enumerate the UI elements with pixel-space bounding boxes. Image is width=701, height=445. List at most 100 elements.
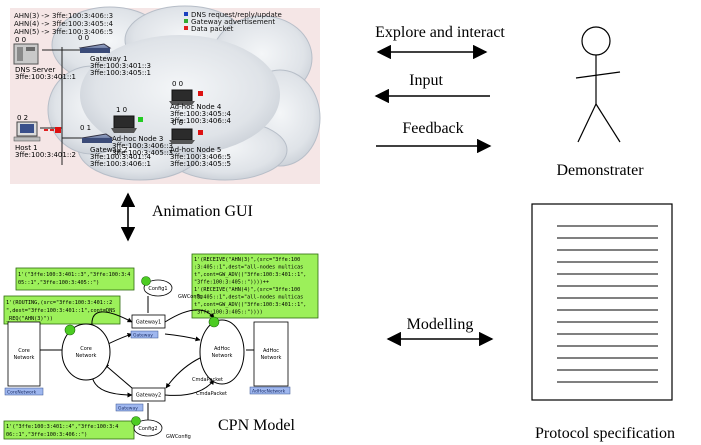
gateway-2: 0 1 Gateway 2 3ffe:100:3:401::4 3ffe:100… [80, 124, 152, 168]
token-box-bottom-left: 1'("3ffe:100:3:401::4","3ffe:100:3:4 06:… [3, 420, 135, 440]
adhoc-node-4: 0 0 Ad-hoc Node 4 3ffe:100:3:405::4 3ffe… [169, 80, 232, 125]
adhoc-node-5: 0 0 Ad-hoc Node 5 3ffe:100:3:406::5 3ffe… [169, 119, 231, 168]
host1-name: Host 1 [15, 144, 38, 152]
stick-figure-icon [575, 26, 621, 143]
subst-tag [4, 387, 44, 396]
animation-gui-label: Animation GUI [152, 203, 253, 220]
token-box-right: 1'(RECEIVE("AHN(3)",(src="3ffe:100 :3:40… [191, 253, 319, 319]
laptop-icon [171, 89, 193, 102]
cpn-model: 1'("3ffe:100:3:401::3","3ffe:100:3:4 05:… [3, 253, 319, 440]
router-icon-base [80, 48, 110, 53]
routing-line: AHN(5) -> 3ffe:100:3:406::5 [14, 28, 113, 36]
computer-screen [20, 124, 34, 133]
token-text: t",cont=GW_ADV(("3ffe:100:3:401::1", [194, 302, 306, 308]
gateway1-name: Gateway 1 [90, 55, 128, 63]
input-label: Input [409, 72, 443, 89]
animation-gui-screenshot: AHN(3) -> 3ffe:100:3:406::3 AHN(4) -> 3f… [10, 5, 321, 184]
host1-addr: 3ffe:100:3:401::2 [15, 151, 76, 159]
laptop-icon [113, 115, 135, 129]
laptop-icon [171, 128, 193, 141]
node3-addr: 3ffe:100:3:405::3 [112, 149, 173, 157]
transition-adhoc-network: AdHoc Network AdHocNetwork [249, 321, 291, 395]
cpn-model-label: CPN Model [218, 417, 295, 434]
gateway1-addr: 3ffe:100:3:405::1 [90, 69, 151, 77]
status-square-green [138, 117, 143, 122]
dns-counters: 0 0 [15, 36, 26, 44]
transition-name: AdHoc [263, 348, 279, 354]
dns-addr: 3ffe:100:3:401::1 [15, 73, 76, 81]
node3-name: Ad-hoc Node 3 [112, 135, 163, 143]
gateway2-counters: 0 1 [80, 124, 91, 132]
legend-label: Data packet [191, 25, 234, 33]
legend-label: DNS request/reply/update [191, 11, 282, 19]
node4-counters: 0 0 [172, 80, 183, 88]
token-text: 1'("3ffe:100:3:401::3","3ffe:100:3:4 [18, 272, 130, 278]
subst-tag-label: Gateway [118, 406, 138, 412]
transition-gateway2: Gateway2 Gateway [115, 387, 166, 412]
status-square-red [198, 130, 203, 135]
transition-name: Gateway2 [136, 393, 161, 399]
node5-counters: 0 0 [172, 119, 183, 127]
token-text: "3ffe:100:3:405::")))) [194, 310, 263, 316]
subst-tag-label: Gateway [133, 333, 153, 339]
token-text: 1'("3ffe:100:3:401::4","3ffe:100:3:4 [6, 424, 118, 430]
routing-line: AHN(3) -> 3ffe:100:3:406::3 [14, 12, 113, 20]
transition-core-network: Core Network CoreNetwork [4, 321, 44, 396]
subst-tag [130, 330, 159, 339]
place-name: Core [80, 346, 92, 352]
place-name: Config2 [138, 426, 157, 432]
legend-swatch-dns [184, 12, 188, 16]
gateway2-addr: 3ffe:100:3:406::1 [90, 160, 151, 168]
gateway2-addr: 3ffe:100:3:401::4 [90, 153, 152, 161]
gateway1-counters: 0 0 [78, 34, 89, 42]
token-marker [208, 316, 220, 328]
token-box-top-left: 1'("3ffe:100:3:401::3","3ffe:100:3:4 05:… [15, 267, 135, 291]
token-marker [64, 324, 76, 336]
router-icon-base [82, 138, 112, 143]
token-text: 1'(RECEIVE("AHN(4)",(src="3ffe:100 [194, 287, 300, 293]
gateway1-addr: 3ffe:100:3:401::3 [90, 62, 151, 70]
token-text: ",dest="3ffe:100:3:401::1",cont=DNS [6, 308, 115, 314]
laptop-icon-base [111, 128, 137, 133]
place-type: CmdaPacket [196, 391, 227, 397]
subst-tag-label: CoreNetwork [7, 390, 37, 396]
place-type: CmdaPacket [192, 377, 223, 383]
interaction-arrows [374, 44, 492, 154]
host-1: 0 2 Host 1 3ffe:100:3:401::2 [13, 114, 76, 159]
token-text: :3:405::1",dest="all-nodes multicas [194, 295, 303, 301]
node4-addr: 3ffe:100:3:406::4 [170, 117, 232, 125]
server-icon-bay [17, 47, 23, 61]
token-text: 1'(ROUTING,(src="3ffe:100:3:401::2 [6, 300, 112, 306]
node3-addr: 3ffe:100:3:406::3 [112, 142, 173, 150]
data-packet [55, 127, 61, 133]
gateway2-name: Gateway 2 [90, 146, 128, 154]
transition-gateway1: Gateway1 Gateway [130, 314, 166, 339]
subst-tag-label: AdHocNetwork [252, 389, 286, 395]
node5-name: Ad-hoc Node 5 [170, 146, 221, 154]
place-adhoc-network: AdHoc Network [199, 316, 245, 385]
node3-counters: 1 0 [116, 106, 127, 114]
server-icon-bay [26, 47, 35, 51]
transition-name: Network [14, 355, 35, 361]
place-name: Config1 [148, 286, 167, 292]
token-box-left: 1'(ROUTING,(src="3ffe:100:3:401::2 ",des… [3, 295, 121, 325]
computer-keyboard [13, 136, 41, 142]
feedback-label: Feedback [402, 120, 463, 137]
token-text: 06::1","3ffe:100:3:406::") [6, 432, 87, 438]
document-icon [531, 203, 673, 401]
place-core-network: Core Network [61, 323, 111, 381]
token-text: _REQ("AHN(3)")) [6, 316, 53, 322]
transition-name: Gateway1 [136, 320, 161, 326]
node5-addr: 3ffe:100:3:406::5 [170, 153, 231, 161]
node4-name: Ad-hoc Node 4 [170, 103, 222, 111]
place-config2: Config2 GWConfig [131, 416, 191, 440]
transition-name: Core [18, 348, 30, 354]
host1-counters: 0 2 [17, 114, 28, 122]
place-name: AdHoc [214, 346, 230, 352]
node4-addr: 3ffe:100:3:405::4 [170, 110, 232, 118]
subst-tag [115, 403, 144, 412]
token-text: t",cont=GW_ADV(("3ffe:100:3:401::1", [194, 272, 306, 278]
laptop-icon-base [169, 140, 195, 144]
token-text: 05::1","3ffe:100:3:405::") [18, 280, 99, 286]
